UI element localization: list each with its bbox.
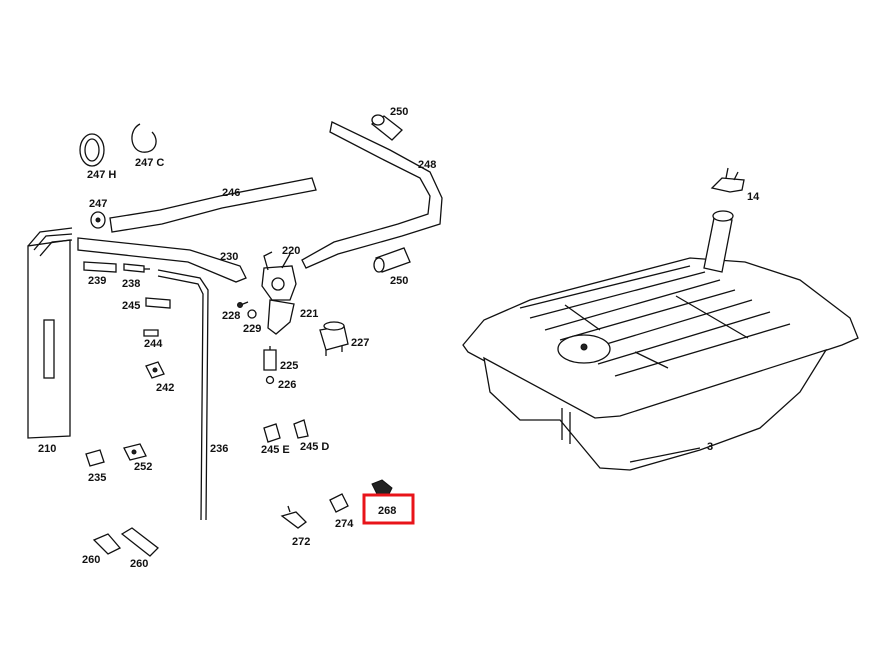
label-221: 221 (300, 308, 318, 320)
label-268: 268 (378, 505, 396, 517)
label-274: 274 (335, 518, 354, 530)
label-239: 239 (88, 275, 106, 287)
label-245: 245 (122, 300, 140, 312)
washer-226[interactable] (265, 375, 275, 385)
highlight-box-268 (362, 493, 415, 525)
label-247c: 247 C (135, 157, 164, 169)
pump-bracket-221[interactable] (267, 299, 295, 335)
label-242: 242 (156, 382, 174, 394)
fuel-tank-part-3[interactable] (462, 210, 859, 471)
label-230: 230 (220, 251, 238, 263)
plug-260-right[interactable] (120, 527, 159, 557)
label-252: 252 (134, 461, 152, 473)
clip-242[interactable] (145, 361, 165, 379)
fuel-pipe-236[interactable] (157, 269, 209, 521)
fuel-pump-220[interactable] (261, 251, 297, 301)
label-244: 244 (144, 338, 163, 350)
label-225: 225 (280, 360, 298, 372)
label-260-right: 260 (130, 558, 148, 570)
label-235: 235 (88, 472, 106, 484)
plug-260-left[interactable] (92, 533, 122, 555)
sleeve-274[interactable] (329, 493, 349, 513)
clip-245e[interactable] (263, 423, 281, 443)
sleeve-250-bottom[interactable] (373, 247, 411, 273)
hose-clamp-247[interactable] (90, 211, 106, 229)
label-272: 272 (292, 536, 310, 548)
screw-228[interactable] (237, 301, 249, 308)
fuel-filter-225[interactable] (263, 346, 277, 371)
bracket-252[interactable] (123, 443, 147, 461)
washer-229[interactable] (247, 309, 257, 319)
label-247h: 247 H (87, 169, 116, 181)
label-14: 14 (747, 191, 760, 203)
sleeve-245[interactable] (145, 297, 171, 309)
nipple-244[interactable] (143, 329, 159, 337)
clip-245d[interactable] (293, 419, 309, 439)
clip-235[interactable] (85, 449, 105, 467)
connector-238[interactable] (123, 263, 150, 273)
label-226: 226 (278, 379, 296, 391)
label-247: 247 (89, 198, 107, 210)
sleeve-239[interactable] (83, 261, 117, 273)
label-250-top: 250 (390, 106, 408, 118)
label-228: 228 (222, 310, 240, 322)
label-238: 238 (122, 278, 140, 290)
label-220: 220 (282, 245, 300, 257)
hose-230[interactable] (77, 237, 247, 283)
sleeve-250-top[interactable] (370, 114, 403, 141)
hose-248[interactable] (301, 121, 443, 269)
label-3: 3 (707, 441, 713, 453)
label-246: 246 (222, 187, 240, 199)
label-250-bottom: 250 (390, 275, 408, 287)
clip-part-14[interactable] (710, 167, 745, 193)
hose-clamp-247h[interactable] (79, 133, 105, 167)
label-236: 236 (210, 443, 228, 455)
pressure-regulator-227[interactable] (319, 321, 349, 356)
tank-vent-pipe-210[interactable] (27, 227, 73, 439)
bracket-272[interactable] (280, 505, 307, 529)
label-248: 248 (418, 159, 436, 171)
label-227: 227 (351, 337, 369, 349)
label-260-left: 260 (82, 554, 100, 566)
label-229: 229 (243, 323, 261, 335)
hose-246[interactable] (109, 177, 317, 233)
label-245d: 245 D (300, 441, 329, 453)
spring-clip-247c[interactable] (131, 123, 157, 153)
label-245e: 245 E (261, 444, 290, 456)
label-210: 210 (38, 443, 56, 455)
